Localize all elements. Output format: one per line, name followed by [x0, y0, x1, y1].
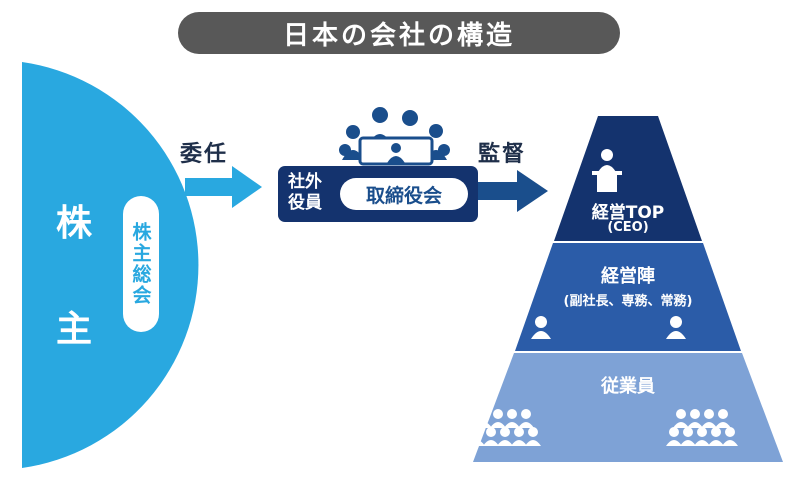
bottom-tier-label: 従業員	[601, 376, 655, 397]
manager-left-icon	[531, 316, 551, 339]
employees-left-icon	[469, 409, 541, 446]
outside-directors-label: 社外 役員	[288, 172, 322, 213]
diagram-title: 日本の会社の構造	[282, 20, 515, 51]
ceo-podium-icon	[592, 149, 622, 192]
shareholders-meeting-label: 株主総会	[129, 222, 152, 306]
middle-tier-sublabel: (副社長、専務、常務)	[563, 294, 693, 309]
title-banner: 日本の会社の構造	[178, 12, 620, 54]
shareholders-label-bottom: 主	[56, 309, 93, 350]
chair-person-icon	[387, 143, 405, 163]
shareholders-label-top: 株	[56, 203, 93, 244]
delegate-arrow	[185, 166, 262, 208]
shareholders-circle	[22, 62, 199, 468]
pyramid-tier-middle	[515, 243, 741, 351]
board-name-label: 取締役会	[365, 184, 442, 207]
delegate-label: 委任	[180, 142, 229, 167]
top-tier-sublabel: (CEO)	[607, 220, 649, 235]
middle-tier-label: 経営陣	[601, 266, 655, 287]
manager-right-icon	[666, 316, 686, 339]
employees-right-icon	[666, 409, 738, 446]
shareholders-meeting-pill: 株主総会	[123, 196, 159, 332]
supervise-label: 監督	[478, 142, 527, 167]
pyramid-tier-top	[554, 116, 702, 241]
supervise-arrow	[478, 170, 548, 212]
board-name-pill: 取締役会	[340, 178, 468, 210]
top-tier-label: 経営TOP	[591, 203, 665, 223]
